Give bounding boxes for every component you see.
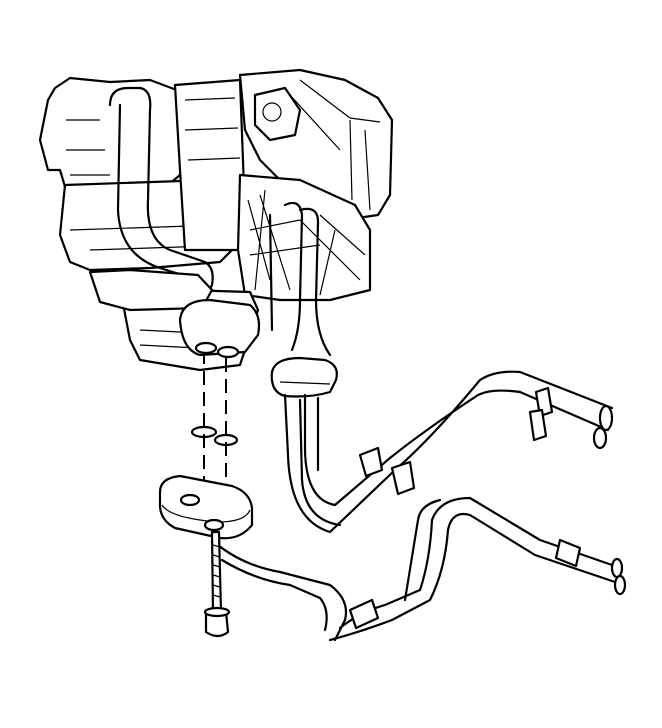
heater-hoses bbox=[283, 370, 614, 534]
lower-pipe-assembly bbox=[210, 496, 627, 642]
module-pipe-flange bbox=[178, 298, 261, 359]
alignment-lines bbox=[203, 350, 227, 490]
mounting-bolt bbox=[203, 530, 231, 638]
seal-rings bbox=[190, 425, 239, 447]
pipe-retaining-bracket bbox=[158, 474, 254, 540]
hose-coupler-block bbox=[270, 356, 338, 398]
